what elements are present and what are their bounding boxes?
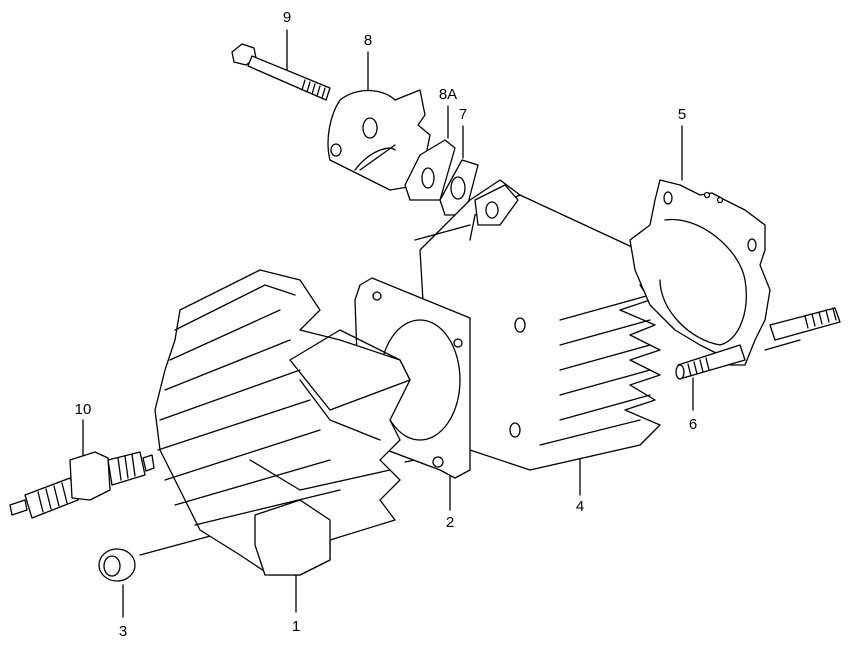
- stud-6: [675, 307, 841, 380]
- callout-8: 7: [458, 106, 468, 123]
- callout-2: 2: [445, 514, 455, 531]
- callout-3: 3: [118, 623, 128, 640]
- callout-1: 1: [291, 618, 301, 635]
- callout-7: 8: [363, 32, 373, 49]
- callout-8a: 8A: [438, 86, 458, 103]
- callout-6: 6: [688, 416, 698, 433]
- callout-4: 4: [575, 498, 585, 515]
- gasket-8a: [404, 139, 456, 201]
- base-gasket-5: [629, 179, 771, 366]
- callout-5: 5: [677, 106, 687, 123]
- spark-plug-10: [9, 451, 155, 519]
- flange-7: [327, 89, 431, 191]
- nut-3: [98, 548, 136, 582]
- bolt-9: [231, 43, 331, 101]
- cylinder-head-1: [154, 269, 411, 576]
- callout-10: 10: [74, 401, 92, 418]
- callout-9: 9: [282, 9, 292, 26]
- cylinder-4: [414, 179, 671, 471]
